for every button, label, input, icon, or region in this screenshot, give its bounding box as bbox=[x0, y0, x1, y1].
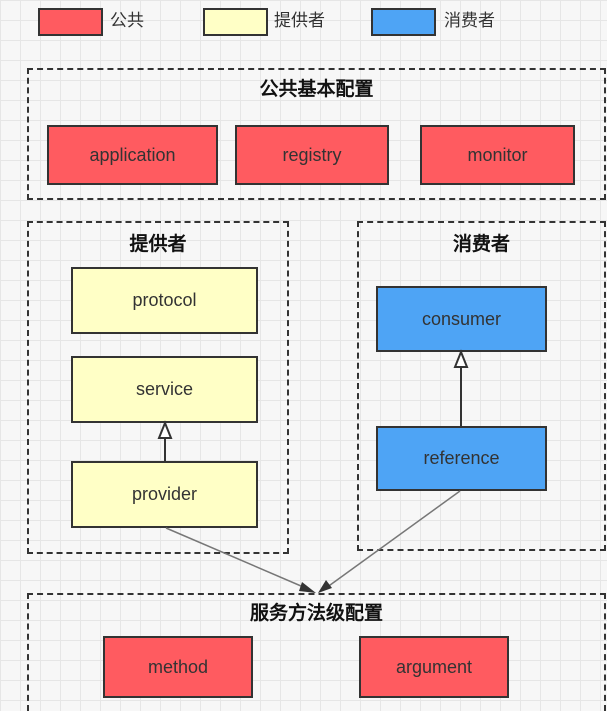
group-consumer: 消费者 bbox=[357, 221, 606, 551]
node-consumer: consumer bbox=[376, 286, 547, 352]
node-protocol: protocol bbox=[71, 267, 258, 334]
node-argument: argument bbox=[359, 636, 509, 698]
group-title-consumer: 消费者 bbox=[452, 234, 510, 255]
legend-label-common: 公共 bbox=[110, 11, 144, 30]
node-monitor: monitor bbox=[420, 125, 575, 185]
legend-swatch-common bbox=[38, 8, 103, 36]
node-application: application bbox=[47, 125, 218, 185]
node-service: service bbox=[71, 356, 258, 423]
group-title-common: 公共基本配置 bbox=[259, 79, 374, 100]
group-common-config: 公共基本配置 bbox=[27, 68, 606, 200]
group-method-config: 服务方法级配置 bbox=[27, 593, 606, 711]
group-title-method: 服务方法级配置 bbox=[249, 603, 383, 624]
legend-label-provider: 提供者 bbox=[274, 11, 325, 30]
group-title-provider: 提供者 bbox=[129, 234, 187, 255]
legend-label-consumer: 消费者 bbox=[444, 11, 495, 30]
edge-reference-to-method-config-head bbox=[318, 580, 332, 593]
node-method: method bbox=[103, 636, 253, 698]
node-provider: provider bbox=[71, 461, 258, 528]
node-registry: registry bbox=[235, 125, 389, 185]
group-provider: 提供者 bbox=[27, 221, 289, 554]
legend-swatch-consumer bbox=[371, 8, 436, 36]
legend-swatch-provider bbox=[203, 8, 268, 36]
node-reference: reference bbox=[376, 426, 547, 491]
edge-provider-to-method-config-head bbox=[299, 582, 316, 593]
